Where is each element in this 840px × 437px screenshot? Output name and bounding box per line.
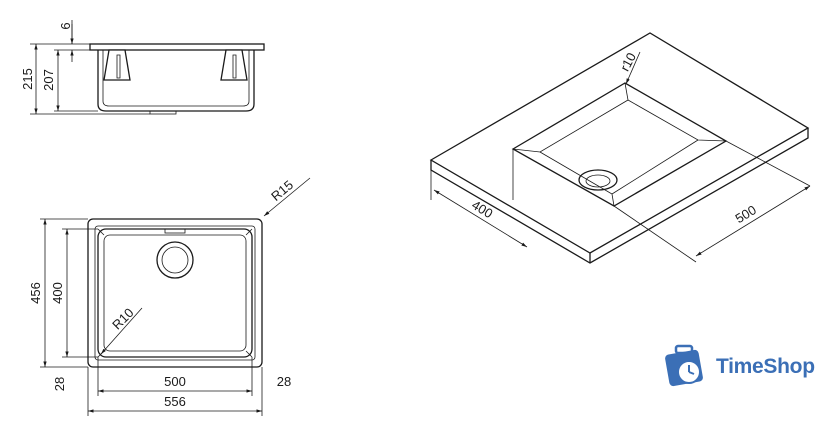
side-drain [149, 110, 177, 115]
side-clip-left-slot [116, 54, 121, 79]
side-clip-right [220, 49, 248, 81]
top-view: 456 400 28 500 28 556 R15 R10 [28, 177, 311, 416]
dim-outer-radius: R15 [268, 177, 296, 204]
dim-bowl-height: 207 [41, 69, 56, 91]
leader-r15 [263, 177, 311, 217]
dim-inner-height: 400 [50, 282, 65, 304]
iso-dim-line-400 [433, 189, 528, 248]
brand-name: TimeShop [716, 355, 815, 378]
dim-inner-radius: R10 [109, 305, 136, 332]
dim-outer-width: 556 [164, 394, 186, 409]
dim-rim: 6 [58, 22, 73, 29]
iso-dim-line-500 [695, 185, 811, 257]
iso-leader-r10 [625, 51, 641, 85]
iso-dim-depth: 400 [469, 197, 495, 221]
iso-bowl-wall-back [512, 82, 629, 153]
iso-drain-inner [585, 174, 611, 188]
iso-bowl-floor-edge [611, 139, 699, 195]
side-bowl-inner [102, 50, 250, 107]
timeshop-logo[interactable]: TimeShop [662, 343, 815, 391]
side-section-view: 215 207 6 [20, 20, 265, 115]
top-overflow-slot [164, 228, 186, 234]
top-rim-inner-edge [94, 225, 256, 361]
dim-right-margin: 28 [277, 374, 291, 389]
iso-drain-outer [578, 169, 618, 191]
side-rim [89, 43, 265, 51]
suitcase-clock-icon [665, 344, 703, 387]
iso-dim-width: 500 [733, 202, 759, 226]
leader-r10 [100, 307, 143, 355]
top-outer-rim [87, 218, 263, 368]
dim-total-height: 215 [20, 68, 35, 90]
dim-outer-height: 456 [28, 282, 43, 304]
side-clip-right-slot [232, 54, 237, 79]
drain-outer-ring [156, 241, 194, 279]
top-bowl [97, 228, 253, 358]
dim-inner-width: 500 [164, 374, 186, 389]
isometric-view: 400 500 r10 [429, 32, 811, 264]
dim-left-margin: 28 [52, 377, 67, 391]
drain-inner-ring [161, 246, 189, 274]
top-bowl-floor [103, 234, 247, 352]
